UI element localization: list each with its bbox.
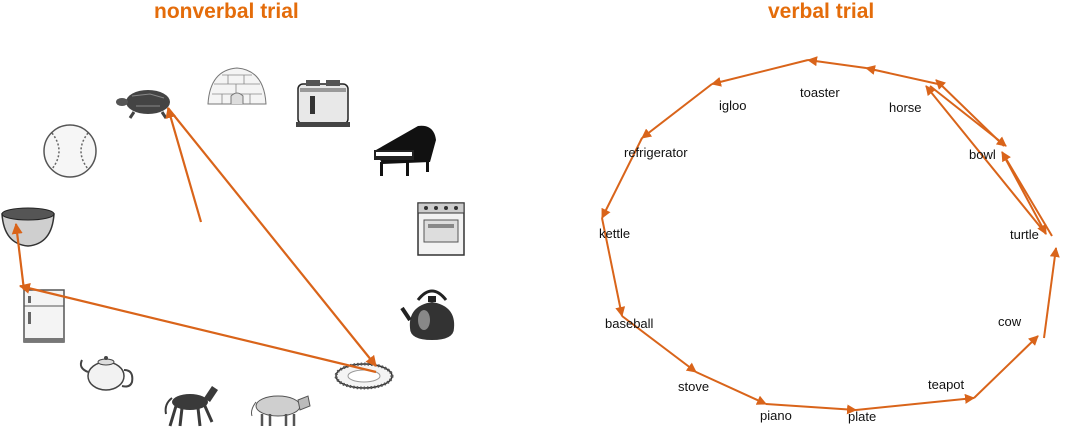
word-piano: piano bbox=[760, 408, 792, 423]
word-stove: stove bbox=[678, 379, 709, 394]
path-arrow bbox=[601, 137, 643, 219]
path-arrow bbox=[1043, 247, 1060, 339]
igloo-picture bbox=[207, 67, 267, 105]
word-igloo: igloo bbox=[719, 98, 746, 113]
verbal-trial-title: verbal trial bbox=[768, 0, 875, 23]
word-bowl: bowl bbox=[969, 147, 996, 162]
path-arrow bbox=[601, 217, 626, 317]
word-refrigerator: refrigerator bbox=[624, 145, 688, 160]
nonverbal-trial-title: nonverbal trial bbox=[154, 0, 299, 23]
word-horse: horse bbox=[889, 100, 922, 115]
path-arrow bbox=[807, 56, 867, 69]
word-teapot: teapot bbox=[928, 377, 965, 392]
path-arrow bbox=[165, 106, 203, 223]
path-arrow bbox=[935, 79, 1005, 147]
path-arrow bbox=[167, 107, 377, 367]
path-arrow bbox=[925, 85, 1047, 235]
word-toaster: toaster bbox=[800, 85, 840, 100]
word-kettle: kettle bbox=[599, 226, 630, 241]
stove-picture bbox=[417, 202, 465, 256]
verbal-path bbox=[601, 56, 1060, 415]
bowl-picture bbox=[1, 207, 55, 247]
path-arrow bbox=[695, 371, 767, 405]
path-arrow bbox=[973, 335, 1039, 399]
cow-picture bbox=[251, 395, 311, 426]
path-arrow bbox=[1003, 155, 1047, 235]
word-plate: plate bbox=[848, 409, 876, 424]
kettle-picture bbox=[400, 289, 455, 340]
piano-picture bbox=[374, 125, 436, 176]
path-arrow bbox=[711, 59, 809, 87]
path-arrow bbox=[641, 83, 713, 139]
word-turtle: turtle bbox=[1010, 227, 1039, 242]
horse-picture bbox=[164, 386, 218, 427]
path-arrow bbox=[865, 65, 939, 85]
path-arrow bbox=[855, 393, 975, 411]
word-cow: cow bbox=[998, 314, 1022, 329]
path-arrow bbox=[765, 403, 857, 415]
path-arrow bbox=[18, 282, 377, 374]
nonverbal-path bbox=[11, 106, 377, 374]
plate-picture bbox=[334, 362, 394, 390]
toaster-picture bbox=[296, 80, 350, 127]
refrigerator-picture bbox=[23, 289, 65, 343]
path-arrow bbox=[621, 315, 697, 373]
teapot-picture bbox=[79, 356, 134, 391]
word-baseball: baseball bbox=[605, 316, 654, 331]
baseball-picture bbox=[43, 124, 97, 178]
path-arrow bbox=[11, 222, 26, 291]
turtle-picture bbox=[116, 90, 170, 119]
